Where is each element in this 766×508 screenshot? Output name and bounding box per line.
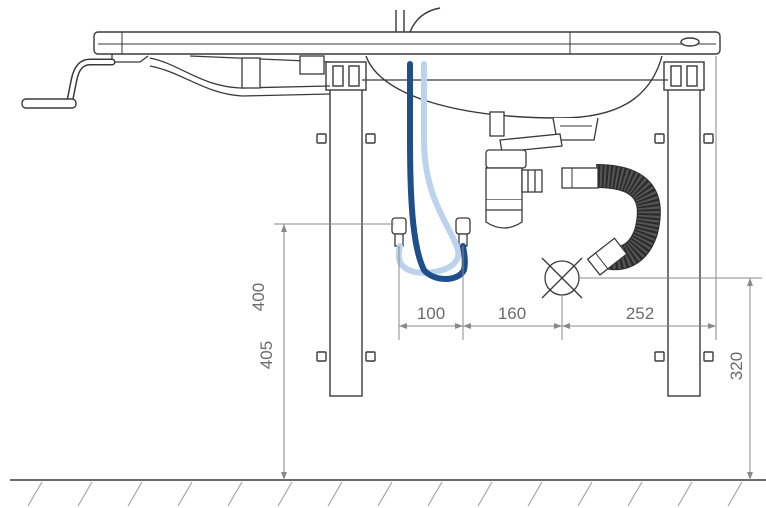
water-inlet-valves [391, 217, 471, 247]
crank-handle[interactable] [21, 58, 116, 109]
left-support-leg [316, 61, 376, 397]
faucet [395, 7, 441, 33]
flexible-drain-hose [561, 164, 661, 276]
dim-inlet-spacing: 100 [417, 304, 445, 323]
dim-drain-height: 320 [727, 352, 746, 380]
right-support-leg [654, 61, 714, 397]
cold-water-hose [395, 61, 462, 276]
floor [10, 479, 766, 507]
height-adjust-mechanism [111, 54, 668, 97]
wall-drain-mark [541, 257, 583, 299]
dimension-lines [274, 56, 762, 480]
dim-inlet-height-span: 400 [249, 283, 268, 311]
hot-water-hose [407, 61, 468, 282]
basin-bowl [365, 55, 663, 119]
siphon-trap [485, 111, 563, 229]
dim-drain-to-right-leg: 252 [626, 304, 654, 323]
dim-total-inlet-height: 405 [257, 341, 276, 369]
dim-inlet-to-drain: 160 [498, 304, 526, 323]
basin-worktop [93, 31, 721, 55]
drain-collar [552, 117, 599, 141]
